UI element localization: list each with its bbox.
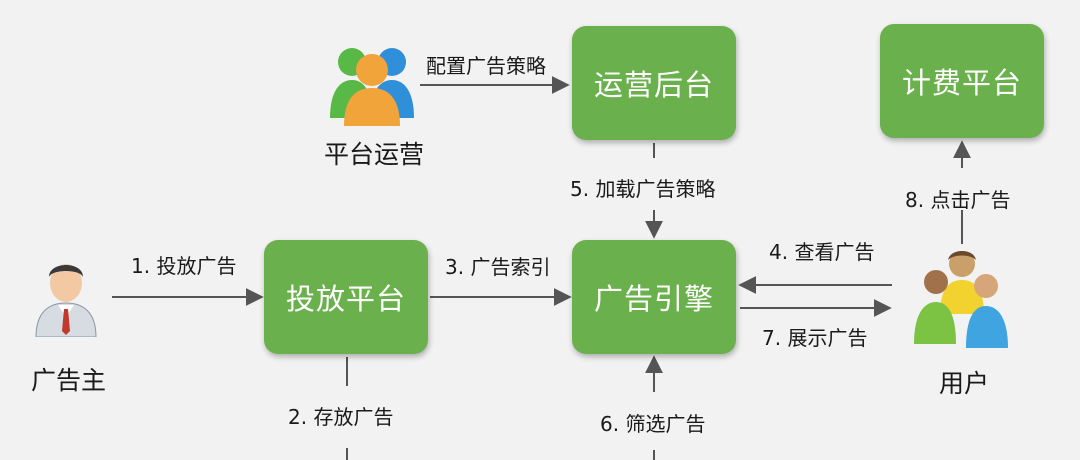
edge-label-7: 7. 展示广告 [762, 326, 868, 350]
user-group-icon [910, 244, 1014, 348]
ops-backend-box: 运营后台 [572, 26, 736, 140]
platform-ops-label: 平台运营 [324, 140, 425, 169]
edge-label-5: 5. 加载广告策略 [570, 177, 716, 201]
advertiser-label: 广告主 [31, 366, 107, 395]
edge-label-4: 4. 查看广告 [769, 240, 875, 264]
edge-label-8: 8. 点击广告 [905, 188, 1011, 212]
user-label: 用户 [939, 369, 990, 398]
edge-label-3: 3. 广告索引 [445, 255, 551, 279]
businessman-icon [30, 255, 102, 338]
delivery-platform-box: 投放平台 [264, 240, 428, 354]
edge-label-1: 1. 投放广告 [131, 254, 237, 278]
edge-label-2: 2. 存放广告 [288, 405, 394, 429]
billing-platform-box: 计费平台 [880, 24, 1044, 138]
team-icon [326, 36, 416, 126]
edge-label-config-strategy: 配置广告策略 [426, 54, 546, 78]
edge-label-6: 6. 筛选广告 [600, 412, 706, 436]
ad-engine-box: 广告引擎 [572, 240, 736, 354]
